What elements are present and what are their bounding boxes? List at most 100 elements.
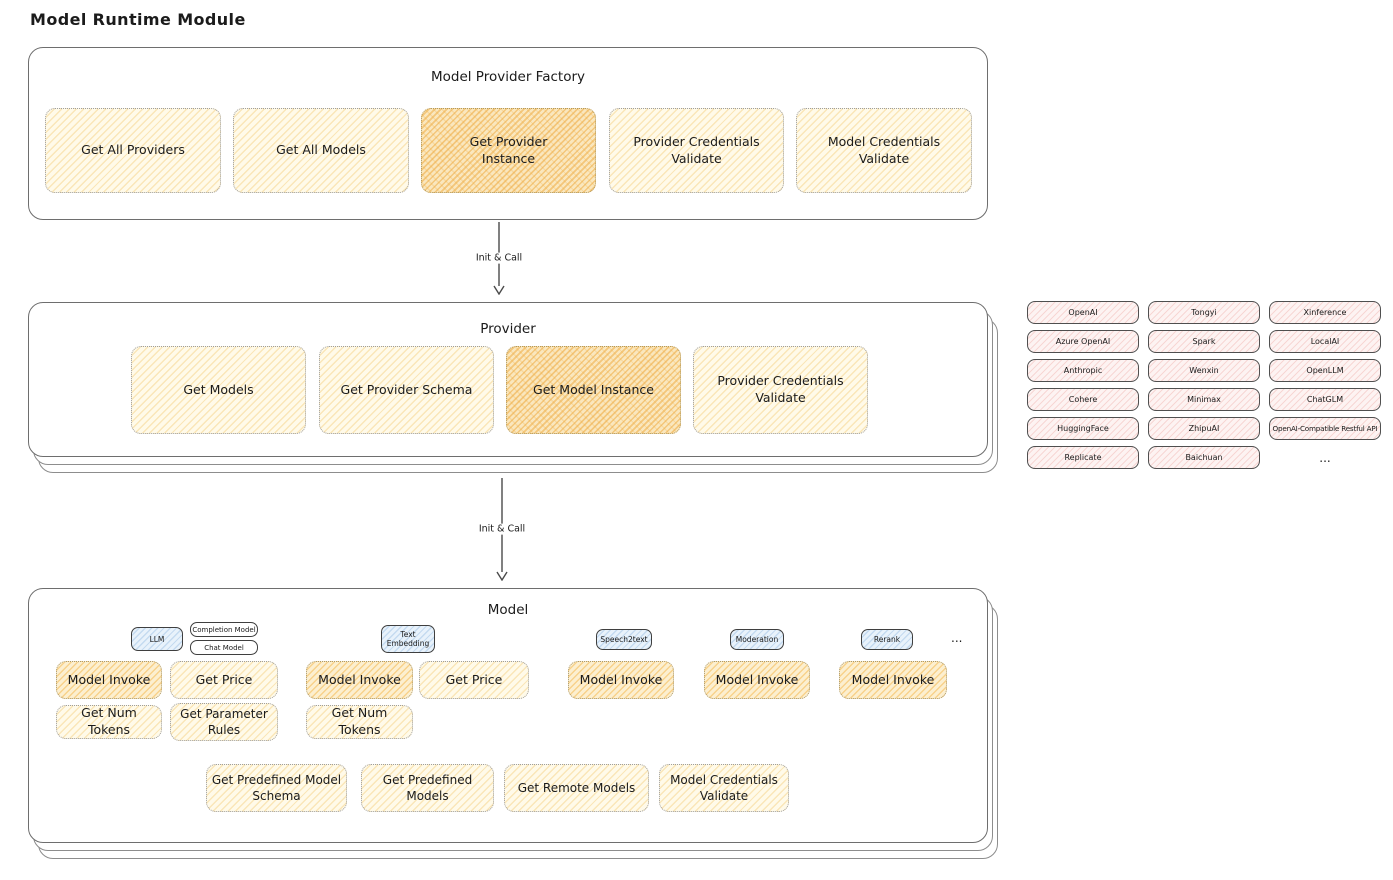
model-box-get-predefined-models: Get Predefined Models [361,764,494,812]
provider-pill-more: ... [1319,450,1331,465]
model-box-model-credentials-validate: Model Credentials Validate [659,764,789,812]
pill-label: Anthropic [1063,366,1103,375]
model-box-invoke-rerank: Model Invoke [839,661,947,699]
provider-stack: Provider Get Models Get Provider Schema … [28,302,998,473]
provider-box-get-model-instance: Get Model Instance [506,346,681,434]
tab-llm: LLM [131,627,183,651]
model-box-label: Get Num Tokens [81,705,137,737]
model-box-label: Get Parameter Rules [180,706,268,737]
factory-box-get-provider-instance: Get Provider Instance [421,108,596,193]
model-box-label: Model Invoke [851,671,935,687]
model-label: Model [487,602,529,618]
factory-box-get-all-providers: Get All Providers [45,108,221,193]
pill-label: Cohere [1068,395,1098,404]
pill-label: Minimax [1187,395,1221,404]
provider-pill-spark: Spark [1148,330,1260,353]
factory-box-label: Get All Providers [81,142,185,158]
provider-box-get-provider-schema: Get Provider Schema [319,346,494,434]
provider-pill-replicate: Replicate [1027,446,1139,469]
provider-panel: Provider Get Models Get Provider Schema … [28,302,988,457]
pill-label: Azure OpenAI [1055,337,1111,346]
model-stack: Model LLM Completion Model Chat Model Te… [28,588,998,859]
provider-pill-localai: LocalAI [1269,330,1381,353]
model-box-label: Model Credentials Validate [670,772,778,803]
model-box-get-price-embedding: Get Price [419,661,529,699]
model-box-label: Get Price [445,671,503,687]
tab-completion-model: Completion Model [190,622,258,637]
model-box-label: Model Invoke [67,671,151,687]
model-box-label: Get Price [195,671,253,687]
tab-label: Completion Model [192,625,256,634]
tab-moderation: Moderation [730,629,784,650]
tab-label: Rerank [873,635,901,644]
model-box-get-num-tokens-llm: Get Num Tokens [56,705,162,739]
provider-pill-openllm: OpenLLM [1269,359,1381,382]
provider-pill-openai-compatible: OpenAI-Compatible Restful API [1269,417,1381,440]
provider-pill-baichuan: Baichuan [1148,446,1260,469]
model-box-get-predefined-model-schema: Get Predefined Model Schema [206,764,347,812]
diagram-title: Model Runtime Module [30,10,246,29]
tab-label: Moderation [735,635,779,644]
factory-box-label: Model Credentials Validate [827,133,941,166]
pill-label: Spark [1192,337,1216,346]
pill-label: LocalAI [1310,337,1340,346]
provider-pill-minimax: Minimax [1148,388,1260,411]
model-box-get-parameter-rules: Get Parameter Rules [170,703,278,741]
model-box-label: Get Num Tokens [331,705,388,737]
model-box-label: Get Predefined Model Schema [211,772,342,803]
provider-label: Provider [480,321,536,337]
provider-pill-anthropic: Anthropic [1027,359,1139,382]
provider-pill-zhipuai: ZhipuAI [1148,417,1260,440]
model-box-label: Model Invoke [715,671,799,687]
pill-label: Wenxin [1189,366,1219,375]
provider-box-label: Get Models [183,381,254,397]
provider-pill-openai: OpenAI [1027,301,1139,324]
model-box-invoke-speech2text: Model Invoke [568,661,674,699]
model-box-get-num-tokens-embedding: Get Num Tokens [306,705,413,739]
provider-box-provider-credentials-validate: Provider Credentials Validate [693,346,868,434]
provider-box-label: Get Model Instance [533,381,654,397]
factory-box-label: Provider Credentials Validate [633,133,760,166]
arrow-label: Init & Call [470,252,528,264]
tab-text-embedding: Text Embedding [381,625,435,653]
pill-label: Tongyi [1191,308,1217,317]
factory-label: Model Provider Factory [430,69,585,85]
factory-panel: Model Provider Factory Get All Providers… [28,47,988,220]
provider-pill-grid: OpenAI Tongyi Xinference Azure OpenAI Sp… [1027,301,1381,469]
pill-label: OpenAI [1068,308,1098,317]
model-box-label: Get Remote Models [517,780,636,795]
provider-pill-cohere: Cohere [1027,388,1139,411]
model-box-invoke-embedding: Model Invoke [306,661,413,699]
pill-label: HuggingFace [1057,424,1109,433]
pill-label: ZhipuAI [1188,424,1220,433]
model-box-label: Model Invoke [579,671,663,687]
pill-label: OpenAI-Compatible Restful API [1272,424,1378,433]
pill-label: Replicate [1064,453,1102,462]
arrow-label: Init & Call [473,523,531,535]
provider-pill-tongyi: Tongyi [1148,301,1260,324]
factory-box-provider-credentials-validate: Provider Credentials Validate [609,108,784,193]
provider-pill-chatglm: ChatGLM [1269,388,1381,411]
model-box-get-remote-models: Get Remote Models [504,764,649,812]
model-box-invoke-moderation: Model Invoke [704,661,810,699]
tab-label: Chat Model [204,643,244,652]
factory-box-get-all-models: Get All Models [233,108,409,193]
model-panel: Model LLM Completion Model Chat Model Te… [28,588,988,843]
model-box-invoke-llm: Model Invoke [56,661,162,699]
tab-chat-model: Chat Model [190,640,258,655]
provider-box-label: Get Provider Schema [340,381,473,397]
tab-rerank: Rerank [861,629,913,650]
tab-label: Speech2text [600,635,648,644]
model-box-label: Get Predefined Models [382,772,473,803]
provider-box-label: Provider Credentials Validate [717,373,844,405]
provider-pill-wenxin: Wenxin [1148,359,1260,382]
factory-box-label: Get All Models [276,142,366,158]
pill-label: ChatGLM [1306,395,1344,404]
arrow-factory-to-provider: Init & Call [470,222,528,295]
provider-pill-xinference: Xinference [1269,301,1381,324]
tabs-more: ... [951,631,963,645]
factory-box-model-credentials-validate: Model Credentials Validate [796,108,972,193]
tab-speech2text: Speech2text [596,629,652,650]
tab-label: LLM [149,634,165,644]
